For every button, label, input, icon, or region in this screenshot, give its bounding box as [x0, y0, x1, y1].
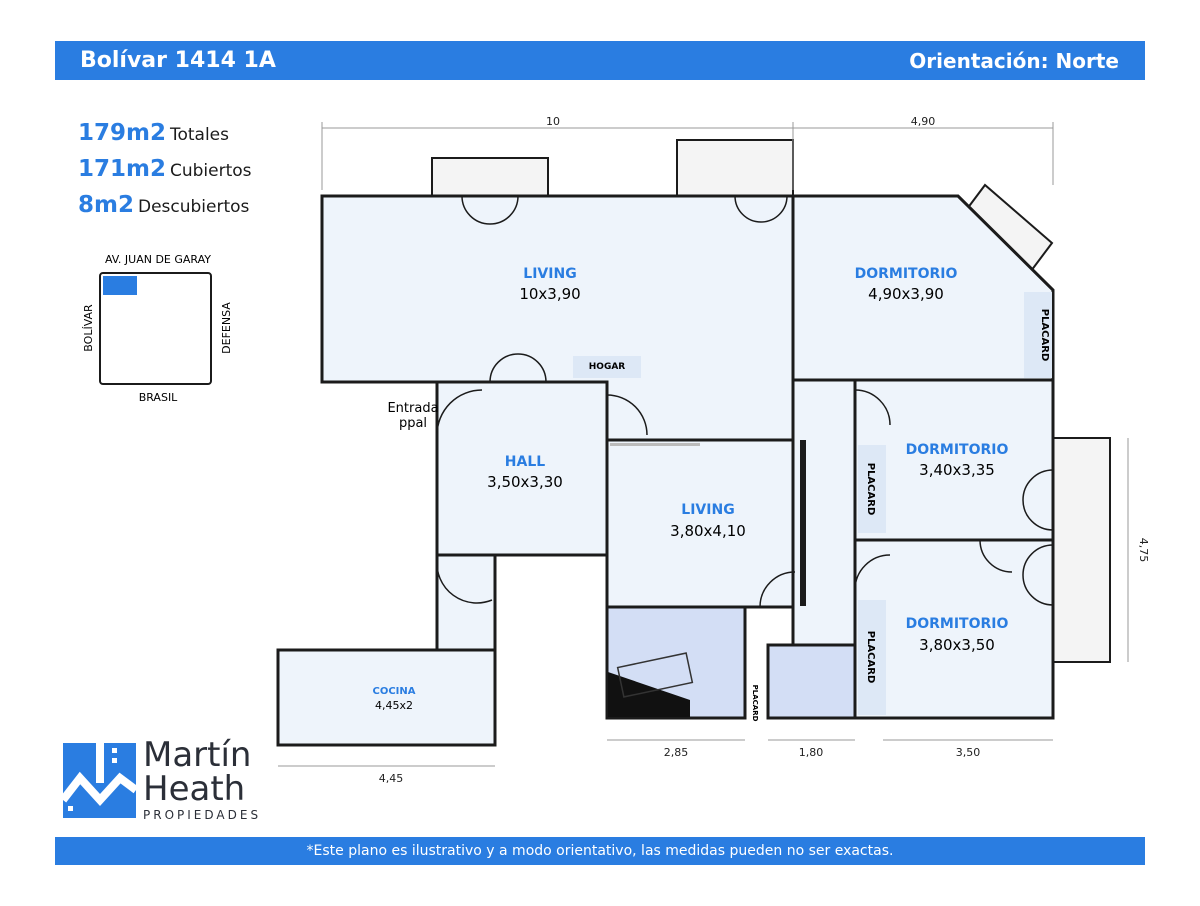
location-map: AV. JUAN DE GARAY BOLÍVAR DEFENSA BRASIL — [82, 253, 233, 404]
disclaimer-bar: *Este plano es ilustrativo y a modo orie… — [55, 837, 1145, 865]
dimension-labels: 10 4,90 4,75 2,85 1,80 3,50 4,45 — [379, 115, 1150, 785]
balcony-2 — [676, 139, 794, 197]
street-south: BRASIL — [139, 391, 178, 404]
header-bar: Bolívar 1414 1A Orientación: Norte — [55, 41, 1145, 80]
door-icon — [461, 195, 519, 225]
bathtub-icon — [616, 652, 694, 698]
hogar-label: HOGAR — [589, 362, 626, 372]
dim-label: 4,45 — [379, 772, 404, 785]
bath-dark-area — [608, 672, 690, 717]
rooms — [276, 194, 1055, 747]
property-title: Bolívar 1414 1A — [80, 48, 276, 73]
street-east: DEFENSA — [220, 302, 233, 354]
room-size: 3,50x3,30 — [487, 473, 563, 491]
street-west: BOLÍVAR — [82, 304, 95, 352]
door-icon — [979, 539, 1013, 573]
room-cocina — [276, 648, 497, 747]
terrace — [1052, 437, 1111, 663]
entrance-label: Entrada — [387, 401, 438, 416]
balcony-1 — [431, 157, 549, 197]
placard-label: PLACARD — [865, 463, 876, 516]
placard-label: PLACARD — [865, 631, 876, 684]
company-logo: Martín Heath PROPIEDADES — [143, 735, 262, 822]
room-dormitorio-3 — [853, 538, 1055, 720]
dim-label: 4,75 — [1137, 538, 1150, 563]
door-icon — [854, 554, 891, 591]
placard-label: PLACARD — [1039, 309, 1050, 362]
hogar-box — [573, 356, 641, 378]
door-icon — [489, 353, 547, 383]
balconies — [431, 139, 1111, 663]
room-labels: LIVING 10x3,90 DORMITORIO 4,90x3,90 HALL… — [372, 266, 1050, 722]
placard-label: PLACARD — [751, 685, 759, 722]
door-icon — [436, 389, 483, 436]
room-size: 4,45x2 — [375, 699, 413, 712]
placard-1 — [1024, 292, 1052, 378]
room-name: DORMITORIO — [906, 616, 1009, 632]
room-dormitorio-2 — [853, 378, 1055, 542]
placard-3 — [858, 600, 886, 715]
door-icon — [759, 571, 796, 608]
room-name: LIVING — [681, 502, 734, 518]
bathroom-2 — [766, 643, 857, 720]
room-dormitorio-1 — [791, 194, 1055, 382]
entrance-label: ppal — [399, 416, 427, 431]
disclaimer-text: *Este plano es ilustrativo y a modo orie… — [306, 843, 894, 859]
door-icon — [854, 389, 891, 426]
sliding-door — [610, 443, 700, 446]
room-hall — [435, 380, 609, 557]
window-door-icon — [1022, 469, 1054, 531]
window-door-icon — [1022, 544, 1054, 606]
logo-mark — [59, 743, 139, 818]
room-size: 4,90x3,90 — [868, 285, 944, 303]
room-name: COCINA — [372, 686, 415, 697]
property-location-marker — [103, 276, 137, 295]
dim-label: 3,50 — [956, 746, 981, 759]
room-size: 3,80x3,50 — [919, 636, 995, 654]
doors — [436, 195, 1054, 608]
orientation-label: Orientación: Norte — [909, 49, 1119, 73]
dim-label: 10 — [546, 115, 560, 128]
room-name: DORMITORIO — [855, 266, 958, 282]
room-size: 3,80x4,10 — [670, 522, 746, 540]
room-size: 10x3,90 — [519, 285, 580, 303]
door-icon — [606, 394, 648, 436]
door-icon — [734, 195, 788, 223]
placard-2 — [858, 445, 886, 533]
dim-label: 2,85 — [664, 746, 689, 759]
room-name: LIVING — [523, 266, 576, 282]
dim-label: 4,90 — [911, 115, 936, 128]
street-north: AV. JUAN DE GARAY — [105, 253, 211, 266]
dimension-lines — [278, 122, 1129, 767]
room-size: 3,40x3,35 — [919, 461, 995, 479]
room-name: HALL — [505, 454, 545, 470]
wall-segment — [800, 440, 806, 606]
door-icon — [436, 559, 493, 604]
room-name: DORMITORIO — [906, 442, 1009, 458]
block-outline — [99, 272, 212, 385]
dim-label: 1,80 — [799, 746, 824, 759]
